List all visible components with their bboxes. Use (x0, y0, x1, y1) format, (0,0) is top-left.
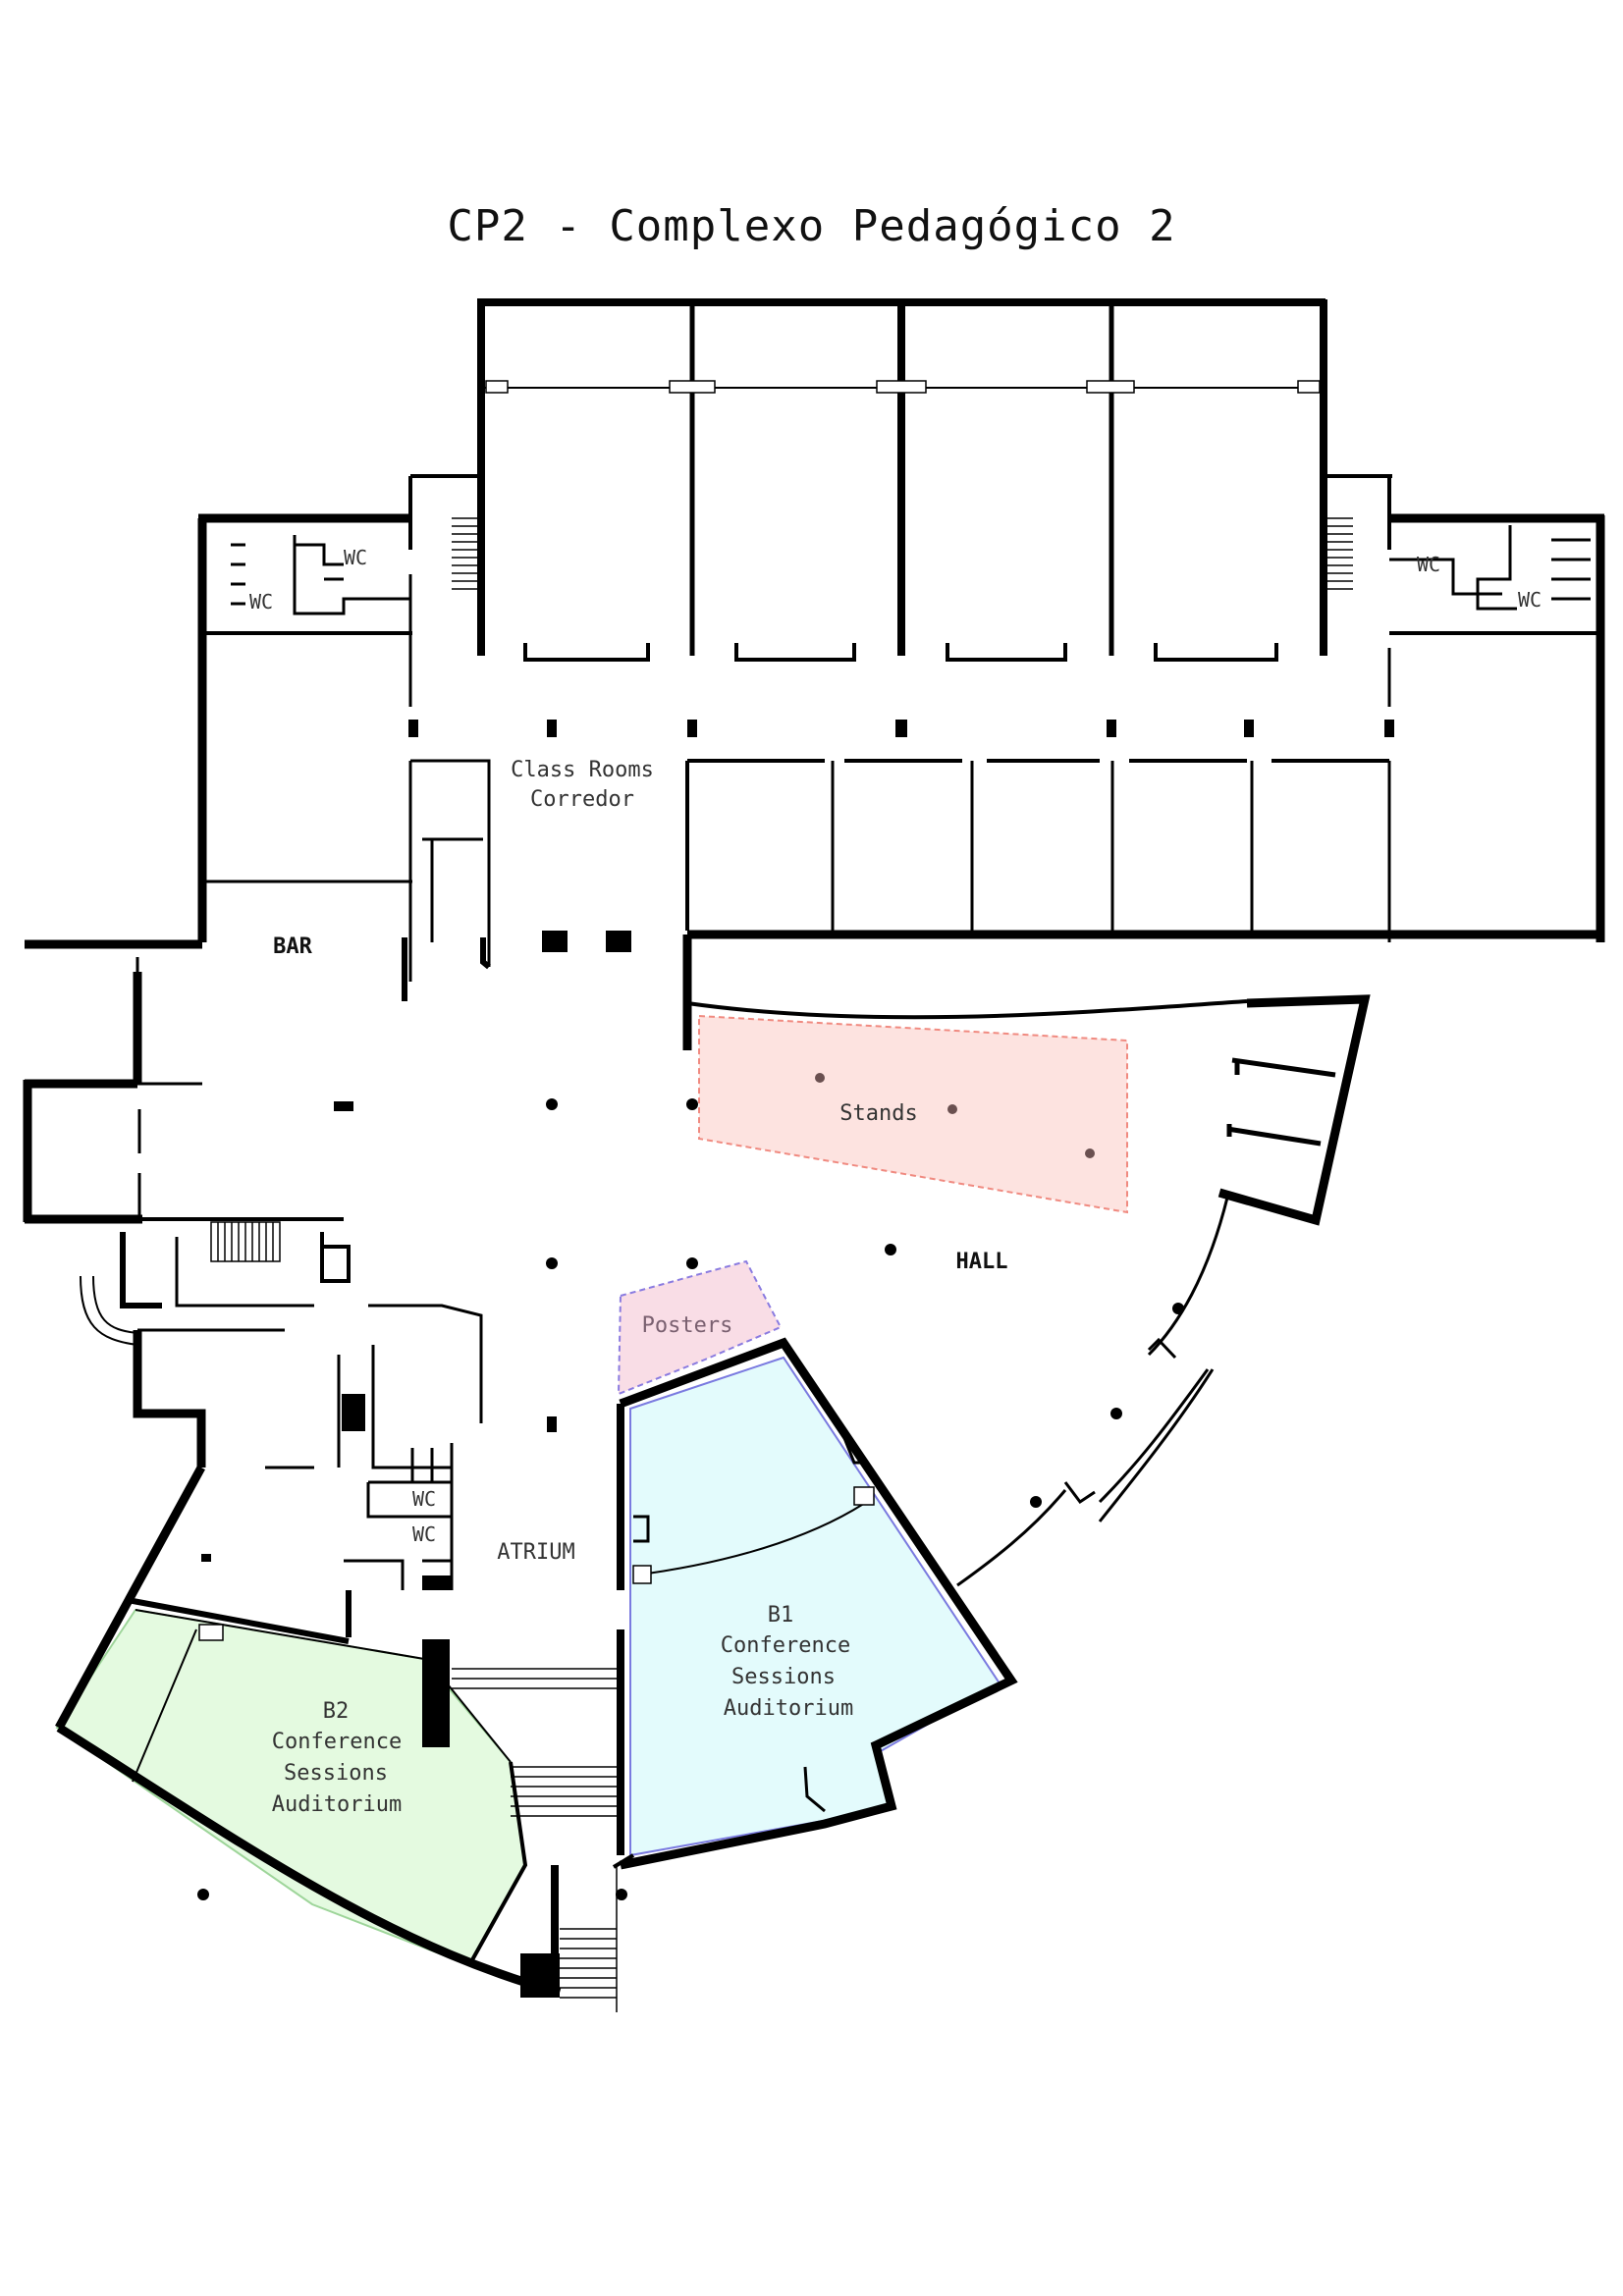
stands-label: Stands (839, 1101, 917, 1126)
right-wing (1324, 474, 1605, 942)
classroom-block (477, 298, 1327, 662)
stairs-left-top (452, 517, 479, 590)
hall-walls (686, 994, 1371, 1587)
wc-cluster (368, 1443, 454, 1590)
b1-auditorium-walls (619, 1337, 1018, 1870)
wc-label-top-right-upper: WC (1417, 553, 1440, 576)
wc-label-top-left-upper: WC (344, 546, 367, 569)
b2-label-line4: Auditorium (272, 1792, 402, 1817)
b1-label-line3: Sessions (731, 1665, 836, 1689)
b1-auditorium-zone[interactable] (629, 1356, 1001, 1857)
atrium-walls (551, 1404, 635, 1998)
stairs-bar (210, 1221, 281, 1262)
wc-label-atrium-lower: WC (412, 1522, 436, 1546)
stairs-south (560, 1865, 618, 2012)
stands-dots (815, 1073, 1095, 1158)
class-rooms-label-line1: Class Rooms (511, 758, 654, 782)
posters-label: Posters (642, 1313, 733, 1338)
stairs-right-top (1325, 517, 1353, 590)
b2-auditorium-walls (56, 1609, 562, 1998)
atrium-bridge (452, 1668, 617, 1817)
atrium-label: ATRIUM (497, 1540, 574, 1565)
b1-label-line1: B1 (768, 1603, 794, 1628)
southwest-block (55, 1217, 483, 1731)
west-entrance (23, 939, 202, 1224)
curved-stair (80, 1275, 138, 1346)
b2-label-line2: Conference (272, 1730, 402, 1754)
b1-label-line2: Conference (721, 1633, 850, 1658)
stands-zone[interactable] (698, 1014, 1128, 1214)
wc-label-top-right-lower: WC (1518, 588, 1542, 612)
hall-label: HALL (956, 1250, 1008, 1274)
window-markers (485, 380, 1321, 394)
class-rooms-label-line2: Corredor (530, 787, 634, 812)
b2-label-line1: B2 (323, 1699, 350, 1724)
b2-label-line3: Sessions (284, 1761, 388, 1786)
posters-zone[interactable] (617, 1259, 783, 1396)
wc-label-atrium-upper: WC (412, 1487, 436, 1511)
wc-label-top-left-lower: WC (249, 590, 273, 614)
corridor-columns (408, 720, 1394, 737)
b2-auditorium-zone[interactable] (55, 1608, 527, 1967)
bar-label: BAR (273, 934, 312, 959)
b1-label-line4: Auditorium (724, 1696, 853, 1721)
lower-classrooms (682, 759, 1604, 1050)
bar-partitions (402, 759, 491, 1001)
left-wing (197, 474, 481, 982)
page-title: CP2 - Complexo Pedagógico 2 (447, 201, 1176, 251)
